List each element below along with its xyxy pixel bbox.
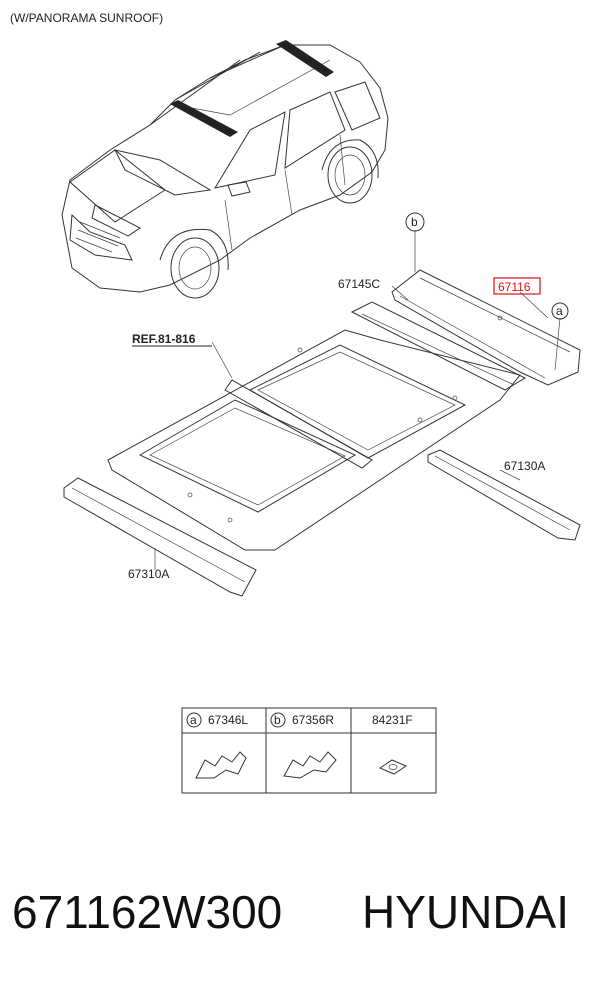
parts-table-cell: b 67356R xyxy=(270,712,337,779)
part-67145c-label: 67145C xyxy=(338,277,380,291)
parts-table-cell: a 67346L xyxy=(186,712,248,779)
parts-table: a 67346L b 67356R 84231F xyxy=(181,707,437,794)
part-67116-label: 67116 xyxy=(498,280,531,294)
marker-a-label: a xyxy=(556,304,563,318)
footer-part-number: 671162W300 xyxy=(12,886,282,938)
part-67130a-label: 67130A xyxy=(504,459,545,473)
leader-lines xyxy=(154,230,561,570)
rear-cross-rail-67145c xyxy=(350,301,527,391)
table-part-67346l: 67346L xyxy=(208,713,248,727)
footer-brand: HYUNDAI xyxy=(362,886,569,938)
parts-table-cell: 84231F xyxy=(372,713,413,775)
table-part-67356r: 67356R xyxy=(292,713,334,727)
marker-b-label: b xyxy=(411,215,418,229)
side-rail-67130a xyxy=(427,449,581,541)
part-67310a-label: 67310A xyxy=(128,567,169,581)
variant-title: (W/PANORAMA SUNROOF) xyxy=(10,11,163,25)
roof-frame xyxy=(107,329,521,551)
clip-a-icon xyxy=(195,751,247,779)
rear-roof-rail-67116 xyxy=(391,269,581,386)
pad-icon xyxy=(378,759,408,775)
front-rail-67310a xyxy=(63,477,257,597)
clip-b-icon xyxy=(283,751,337,779)
ref-label: REF.81-816 xyxy=(132,332,196,346)
table-part-84231f: 84231F xyxy=(372,713,413,727)
marker-a-circle xyxy=(551,302,569,320)
table-marker-a: a xyxy=(190,713,197,727)
table-marker-b: b xyxy=(274,713,281,727)
car-illustration xyxy=(61,40,389,299)
marker-b-circle xyxy=(405,212,425,232)
part-67116-highlight-box xyxy=(493,277,541,295)
